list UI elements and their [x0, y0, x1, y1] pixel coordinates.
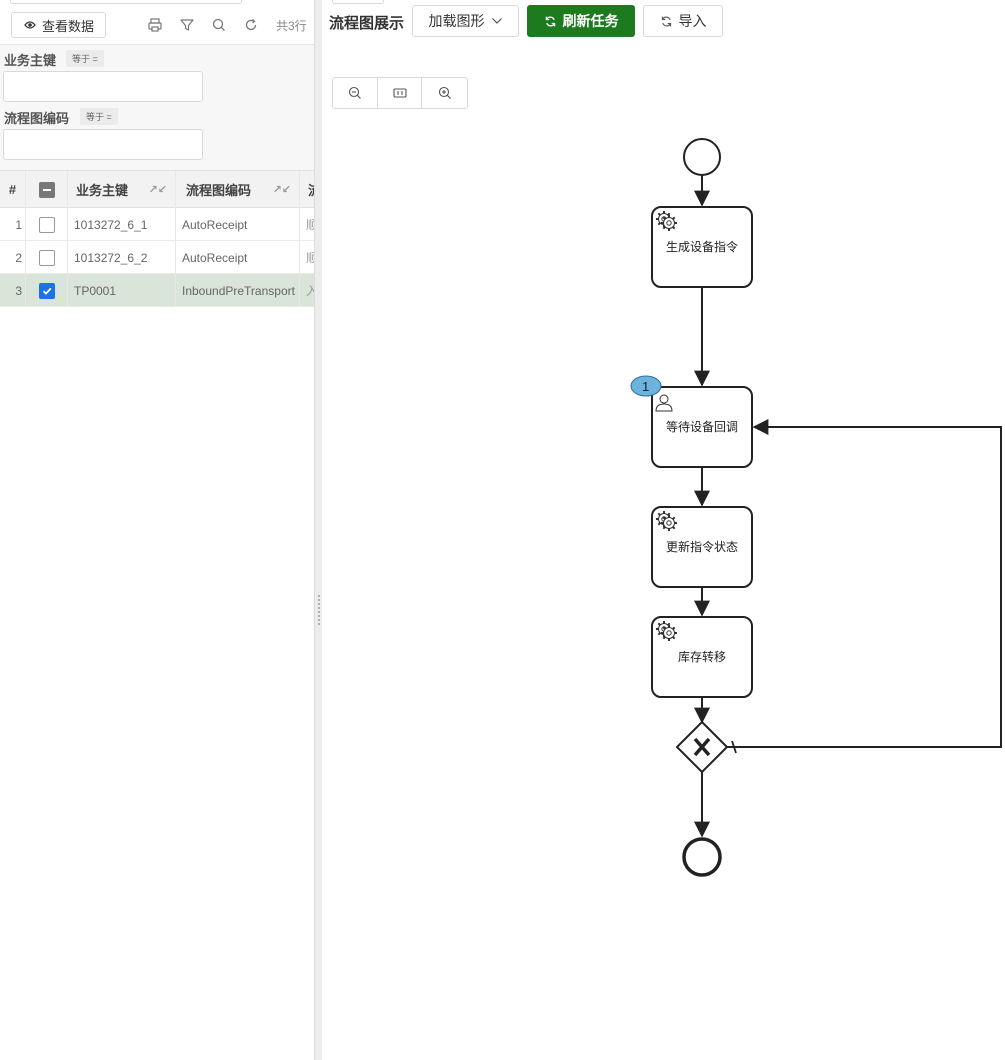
select-all-cell — [26, 171, 68, 208]
table-row[interactable]: 2 1013272_6_2 AutoReceipt 顺 — [0, 241, 314, 274]
x-icon — [693, 737, 711, 757]
flow-code-cell: InboundPreTransport — [176, 274, 300, 307]
row-index: 2 — [0, 241, 26, 274]
zoom-out-button[interactable] — [333, 78, 378, 108]
business-key-input[interactable] — [3, 71, 203, 102]
task-label: 更新指令状态 — [666, 539, 738, 554]
bpmn-canvas: 生成设备指令 等待设备回调 1 更新指令状态 库存转移 — [630, 138, 1002, 877]
table-row[interactable]: 1 1013272_6_1 AutoReceipt 顺 — [0, 208, 314, 241]
checkmark-icon — [42, 287, 51, 295]
zoom-controls — [332, 77, 468, 109]
column-header-extra: 流 — [300, 171, 314, 208]
flow-code-cell: AutoReceipt — [176, 208, 300, 241]
flow-diagram-panel: 流程图展示 加载图形 刷新任务 导入 — [322, 0, 1005, 1060]
refresh-icon[interactable] — [243, 17, 259, 33]
chevron-down-icon — [491, 18, 502, 24]
service-task-1[interactable]: 生成设备指令 — [651, 206, 753, 288]
filter-label-flow-code: 流程图编码 — [4, 111, 70, 126]
filter-icon[interactable] — [179, 17, 195, 33]
list-toolbar: 查看数据 共3行 — [0, 5, 314, 45]
token-count-text: 1 — [642, 379, 649, 394]
service-task-3[interactable]: 更新指令状态 — [651, 506, 753, 588]
default-flow-marker — [731, 740, 737, 754]
user-task-2[interactable]: 等待设备回调 1 — [630, 375, 753, 468]
zoom-out-icon — [348, 86, 361, 99]
business-key-cell: 1013272_6_2 — [68, 241, 176, 274]
filter-operator-flow-code[interactable]: 等于 = — [80, 108, 118, 125]
user-icon — [655, 394, 673, 412]
service-task-4[interactable]: 库存转移 — [651, 616, 753, 698]
import-label: 导入 — [678, 13, 707, 29]
task-label: 等待设备回调 — [666, 420, 738, 434]
zoom-in-button[interactable] — [422, 78, 467, 108]
column-header-flow-code[interactable]: 流程图编码 ↗↙ — [176, 171, 300, 208]
flow-code-cell: AutoReceipt — [176, 241, 300, 274]
column-header-index: # — [0, 171, 26, 208]
flow-code-input[interactable] — [3, 129, 203, 160]
drag-handle-icon[interactable] — [317, 594, 321, 626]
row-checkbox[interactable] — [38, 249, 55, 266]
refresh-tasks-label: 刷新任务 — [562, 13, 619, 29]
task-label: 生成设备指令 — [666, 239, 738, 254]
right-active-tab[interactable] — [332, 0, 384, 4]
gear-icon — [660, 214, 678, 232]
row-select-cell — [26, 274, 68, 307]
row-checkbox[interactable] — [38, 282, 55, 299]
refresh-tasks-button[interactable]: 刷新任务 — [527, 5, 635, 37]
extra-cell: 入 — [306, 284, 314, 298]
left-tab-strip — [0, 0, 314, 5]
extra-cell: 顺 — [306, 218, 314, 232]
load-diagram-label: 加载图形 — [428, 13, 485, 29]
fit-view-button[interactable] — [378, 78, 423, 108]
row-count-text: 共3行 — [276, 19, 307, 33]
fit-view-icon — [392, 88, 407, 98]
column-header-flow-code-label: 流程图编码 — [186, 183, 252, 198]
select-all-checkbox[interactable] — [38, 181, 55, 198]
print-icon[interactable] — [147, 17, 163, 33]
row-select-cell — [26, 241, 68, 274]
panel-splitter[interactable] — [314, 0, 322, 1060]
refresh-icon — [545, 15, 555, 27]
panel-title: 流程图展示 — [329, 15, 405, 32]
view-data-button[interactable]: 查看数据 — [11, 12, 107, 38]
view-data-label: 查看数据 — [42, 18, 95, 34]
zoom-in-icon — [438, 86, 451, 99]
task-label: 库存转移 — [678, 649, 726, 664]
gear-icon — [660, 514, 678, 532]
table-row-selected[interactable]: 3 TP0001 InboundPreTransport 入 — [0, 274, 314, 307]
business-key-cell: TP0001 — [68, 274, 176, 307]
search-icon[interactable] — [211, 17, 227, 33]
flow-gateway-loop-back[interactable] — [727, 419, 1002, 748]
task-shape[interactable] — [651, 616, 753, 698]
data-list-panel: 查看数据 共3行 业务主键 等于 = 流程图编码 等于 = # — [0, 0, 314, 1060]
row-select-cell — [26, 208, 68, 241]
filter-operator-business-key[interactable]: 等于 = — [66, 50, 104, 67]
refresh-icon — [661, 16, 671, 26]
filter-area: 业务主键 等于 = 流程图编码 等于 = — [0, 45, 314, 170]
task-shape[interactable] — [651, 506, 753, 588]
exclusive-gateway[interactable] — [675, 720, 729, 774]
eye-icon — [24, 21, 36, 29]
row-checkbox[interactable] — [38, 216, 55, 233]
load-diagram-dropdown[interactable]: 加载图形 — [412, 5, 519, 37]
task-shape[interactable] — [651, 206, 753, 288]
column-header-business-key-label: 业务主键 — [76, 183, 129, 198]
task-shape[interactable] — [651, 386, 753, 468]
gear-icon — [660, 624, 678, 642]
end-event[interactable] — [682, 837, 722, 877]
start-event[interactable] — [683, 138, 721, 176]
row-index: 3 — [0, 274, 26, 307]
grid-header: # 业务主键 ↗↙ 流程图编码 ↗↙ 流 — [0, 170, 314, 208]
business-key-cell: 1013272_6_1 — [68, 208, 176, 241]
left-active-tab[interactable] — [10, 0, 242, 4]
extra-cell: 顺 — [306, 251, 314, 265]
row-index: 1 — [0, 208, 26, 241]
right-tab-strip — [322, 0, 1005, 5]
filter-label-business-key: 业务主键 — [4, 53, 57, 68]
column-expand-icon[interactable]: ↗↙ — [272, 184, 291, 196]
column-header-business-key[interactable]: 业务主键 ↗↙ — [68, 171, 176, 208]
import-button[interactable]: 导入 — [643, 5, 723, 37]
column-expand-icon[interactable]: ↗↙ — [148, 184, 167, 196]
token-count-badge[interactable] — [630, 375, 662, 397]
